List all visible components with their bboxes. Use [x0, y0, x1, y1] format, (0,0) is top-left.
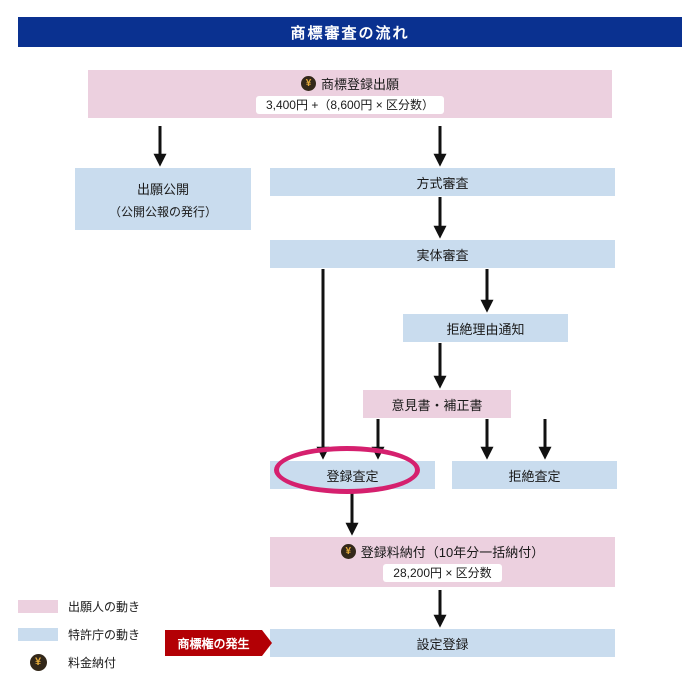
- publication-label: 出願公開: [136, 181, 189, 197]
- node-rejection-notice: 拒絶理由通知: [403, 314, 568, 342]
- node-application-publication: 出願公開 （公開公報の発行）: [75, 168, 251, 230]
- trademark-right-callout: 商標権の発生: [165, 630, 262, 656]
- node-opinion-amendment: 意見書・補正書: [363, 390, 511, 418]
- node-registration-decision: 登録査定: [270, 461, 435, 489]
- node-rejection-decision: 拒絶査定: [452, 461, 617, 489]
- rejection-decision-label: 拒絶査定: [508, 468, 561, 484]
- rejection-notice-label: 拒絶理由通知: [446, 321, 525, 337]
- substantive-label: 実体審査: [416, 247, 469, 263]
- node-substantive-examination: 実体審査: [270, 240, 615, 268]
- fee-title-row: ¥ 登録料納付（10年分一括納付）: [340, 542, 545, 561]
- node-formality-examination: 方式審査: [270, 168, 615, 196]
- legend-item-office: 特許庁の動き: [18, 620, 140, 648]
- publication-sublabel: （公開公報の発行）: [108, 204, 217, 219]
- legend-label-applicant: 出願人の動き: [68, 599, 141, 614]
- node-trademark-application: ¥ 商標登録出願 3,400円 +（8,600円 × 区分数）: [88, 70, 612, 118]
- legend-swatch-col: ¥: [18, 653, 58, 671]
- fee-payment-label: 登録料納付（10年分一括納付）: [360, 545, 545, 560]
- opinion-amendment-label: 意見書・補正書: [391, 397, 483, 413]
- trademark-right-callout-arrow: [262, 630, 272, 656]
- node-fee-payment: ¥ 登録料納付（10年分一括納付） 28,200円 × 区分数: [270, 537, 615, 587]
- fee-payment-pill: 28,200円 × 区分数: [383, 564, 502, 582]
- application-label: 商標登録出願: [320, 77, 399, 92]
- application-fee-pill: 3,400円 +（8,600円 × 区分数）: [255, 96, 445, 114]
- legend-swatch-col: [18, 599, 58, 613]
- registration-decision-label: 登録査定: [326, 468, 379, 484]
- formality-label: 方式審査: [416, 175, 469, 191]
- page-title: 商標審査の流れ: [18, 17, 682, 47]
- legend-label-office: 特許庁の動き: [68, 627, 141, 642]
- legend-item-fee: ¥ 料金納付: [18, 648, 140, 676]
- legend-item-applicant: 出願人の動き: [18, 592, 140, 620]
- legend: 出願人の動き 特許庁の動き ¥ 料金納付: [18, 592, 140, 676]
- legend-label-fee: 料金納付: [68, 655, 117, 670]
- yen-icon: ¥: [340, 544, 356, 559]
- establishment-label: 設定登録: [416, 636, 469, 652]
- applicant-color-swatch: [18, 599, 58, 613]
- yen-icon: ¥: [29, 653, 47, 671]
- application-title-row: ¥ 商標登録出願: [300, 74, 399, 93]
- office-color-swatch: [18, 627, 58, 641]
- node-establishment-registration: 設定登録: [270, 629, 615, 657]
- legend-swatch-col: [18, 627, 58, 641]
- yen-icon: ¥: [300, 76, 316, 91]
